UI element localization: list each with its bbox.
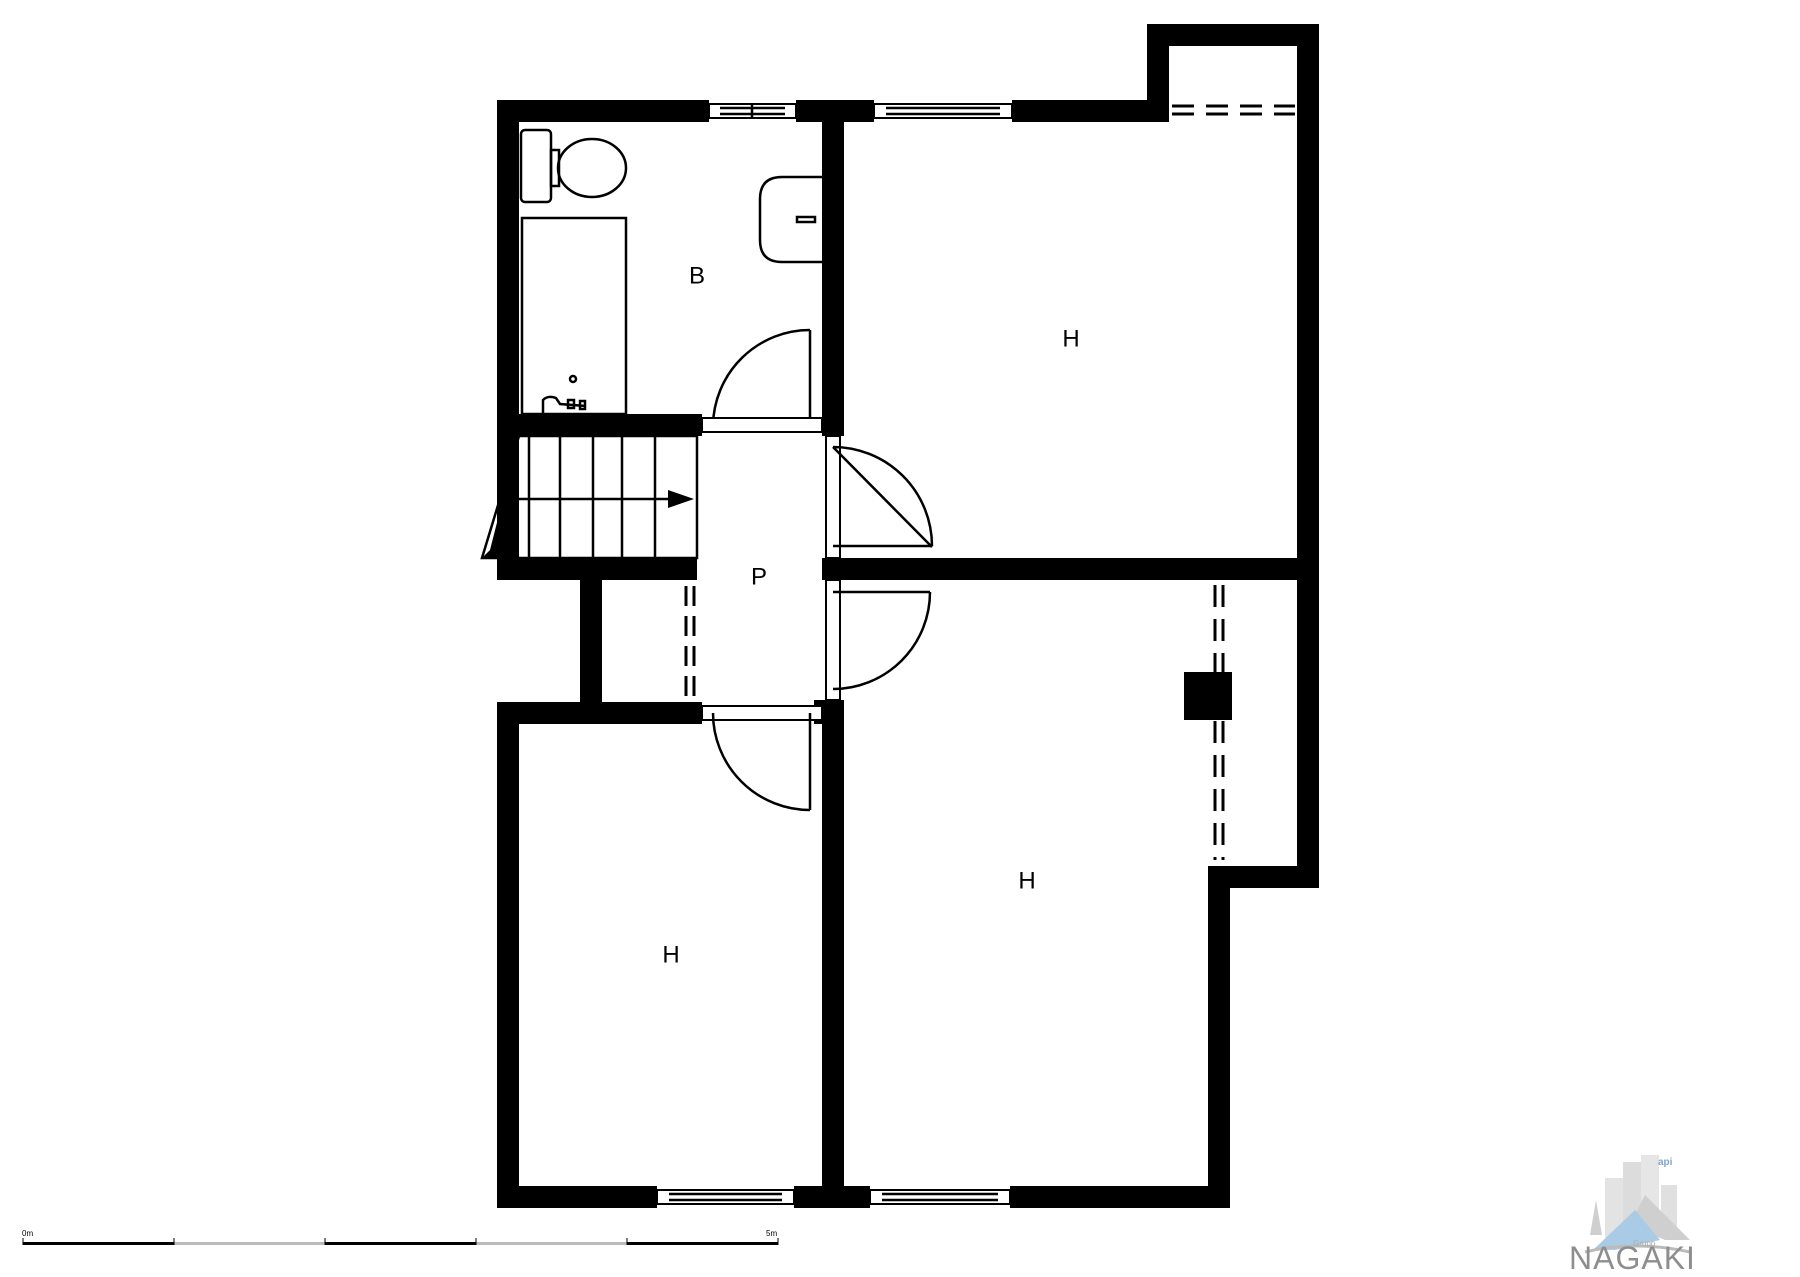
room-label-bedroom-top-right: H	[1062, 325, 1079, 352]
room-label-bedroom-bottom-right: H	[1018, 867, 1035, 894]
window-bathroom	[708, 103, 797, 119]
tree-icon	[1590, 1200, 1602, 1235]
bathtub-icon	[520, 216, 628, 416]
dashed-opening-tower	[1172, 104, 1295, 116]
room-label-bathroom: B	[689, 262, 705, 289]
company-logo-graphic	[1584, 1155, 1691, 1254]
scale-bar: 0m 5m	[22, 1229, 779, 1245]
logo-api-tag: api	[1658, 1157, 1673, 1168]
stairs	[480, 434, 699, 560]
door-bedroom-bottom-right	[825, 579, 932, 701]
room-label-hallway: P	[751, 563, 767, 590]
windows	[656, 103, 1295, 1205]
walls	[497, 24, 1319, 1208]
room-label-bedroom-bottom-left: H	[662, 941, 679, 968]
window-bedroom-top	[873, 103, 1013, 119]
scale-end-label: 5m	[766, 1229, 777, 1238]
door-bedroom-bottom-left	[701, 705, 823, 812]
dashed-opening-closet	[684, 586, 696, 700]
toilet-icon	[519, 128, 628, 204]
door-bedroom-top	[825, 435, 934, 559]
window-bedroom-bottom-right	[869, 1189, 1011, 1205]
logo-brand-name: NAGAKI	[1569, 1240, 1696, 1276]
logo-group-label: Grupo	[1633, 1239, 1656, 1248]
window-bedroom-bottom-left	[656, 1189, 795, 1205]
house-roof-icon	[1593, 1210, 1660, 1250]
doors	[701, 328, 934, 812]
scale-start-label: 0m	[22, 1229, 33, 1238]
dashed-opening-right	[1213, 585, 1225, 860]
stairs-arrow	[668, 490, 694, 508]
sink-icon	[758, 175, 822, 264]
room-labels: B H P H H	[662, 262, 1079, 968]
door-bathroom	[701, 328, 823, 433]
bathroom-fixtures	[519, 128, 822, 416]
